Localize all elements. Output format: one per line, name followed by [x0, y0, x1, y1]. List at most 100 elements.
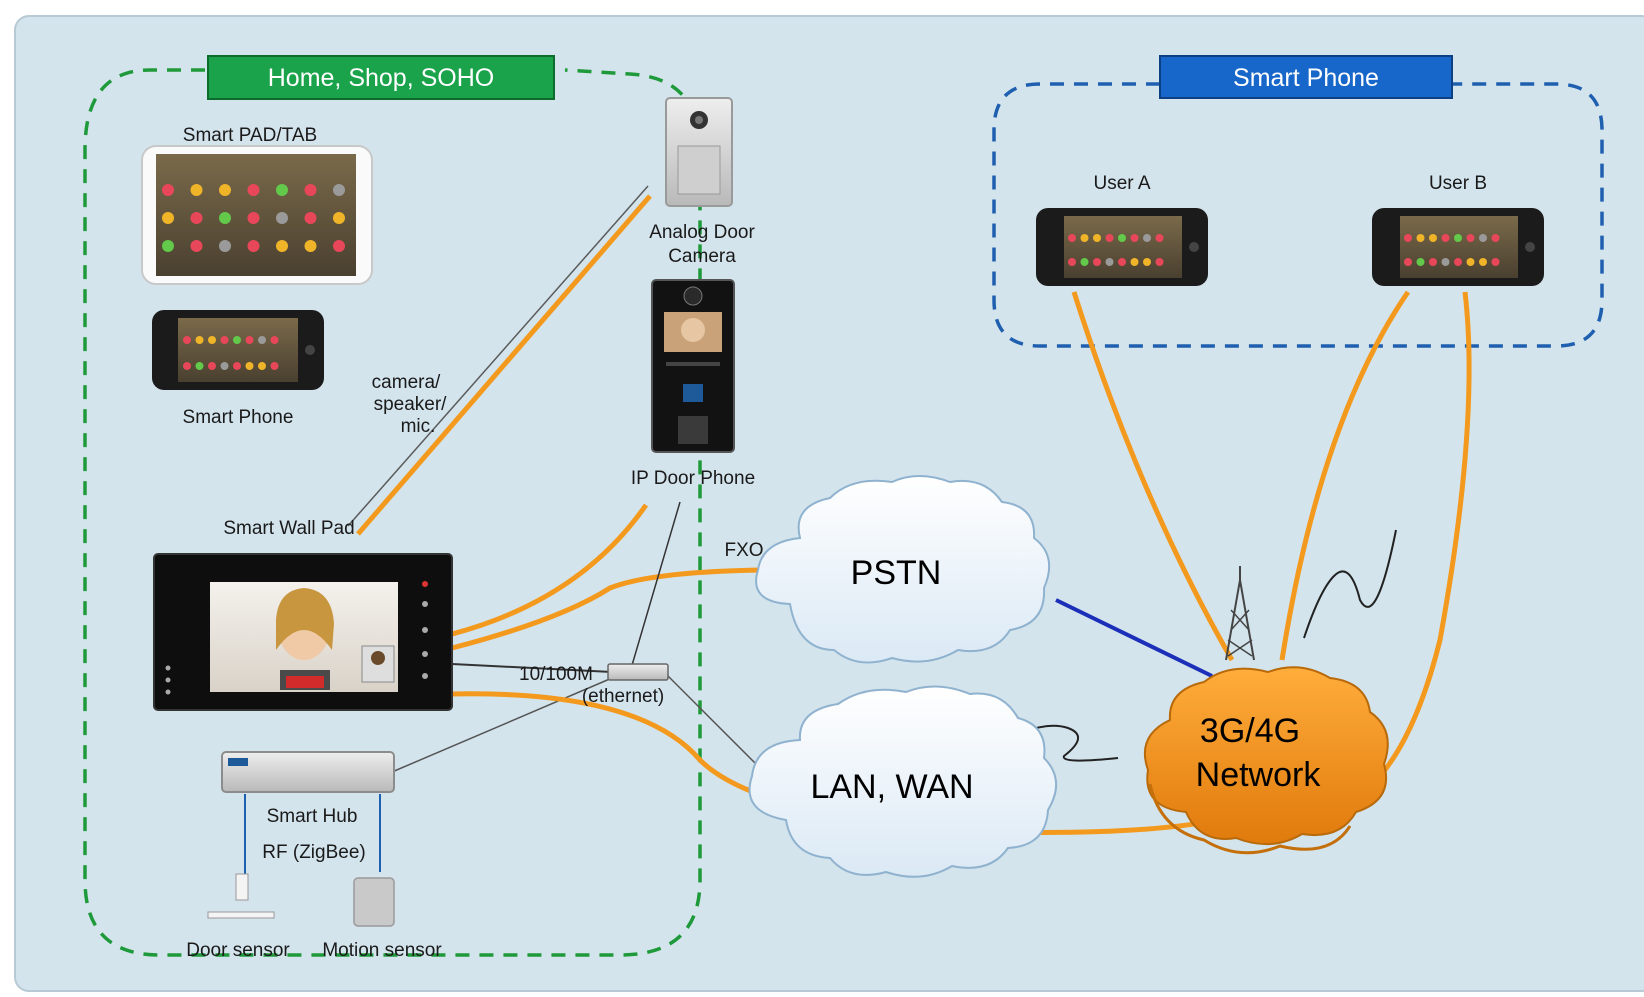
- indicator-light: [1429, 258, 1437, 266]
- indicator-light: [1093, 234, 1101, 242]
- wall-pad-label: Smart Wall Pad: [223, 518, 354, 539]
- smartphone-group-boundary: [992, 82, 1604, 348]
- smartphone-group-header: [1159, 55, 1453, 99]
- indicator-light: [1155, 234, 1164, 242]
- hub-switch-link: [391, 677, 613, 773]
- camera-link-label-line3: mic.: [401, 416, 436, 437]
- indicator-light: [219, 184, 231, 196]
- indicator-light: [208, 362, 216, 370]
- indicator-light: [1143, 258, 1151, 266]
- fxo-link: [451, 567, 761, 651]
- motion-sensor-label: Motion sensor: [322, 940, 442, 961]
- door-sensor-label: Door sensor: [186, 940, 290, 961]
- indicator-light: [304, 212, 317, 224]
- pstn-mobile-link: [1055, 598, 1213, 678]
- indicator-light: [1454, 234, 1462, 242]
- camera-link-label-line2: speaker/: [374, 394, 448, 415]
- indicator-light: [1155, 258, 1164, 266]
- indicator-light: [183, 336, 191, 344]
- mobile-network-cloud: [1143, 666, 1389, 855]
- indicator-light: [183, 362, 191, 370]
- indicator-light: [333, 212, 345, 224]
- ethernet-switch: [607, 663, 669, 681]
- smart-hub: [221, 751, 395, 793]
- indicator-light: [190, 184, 203, 196]
- indicator-light: [1080, 258, 1089, 266]
- user-b-indicator-lights: [1404, 234, 1500, 266]
- indicator-light: [1441, 234, 1450, 242]
- indicator-light: [1105, 234, 1114, 242]
- indicator-light: [190, 240, 203, 252]
- indicator-light: [1118, 258, 1126, 266]
- user-b-phone: [1372, 208, 1544, 286]
- pstn-cloud: [755, 475, 1051, 664]
- indicator-light: [220, 362, 229, 370]
- doorphone-switch-link: [629, 501, 681, 673]
- user-a-indicator-lights: [1068, 234, 1164, 266]
- lan-wan-label: LAN, WAN: [810, 768, 973, 806]
- indicator-light: [1429, 234, 1437, 242]
- indicator-light: [1491, 258, 1500, 266]
- indicator-light: [276, 240, 288, 252]
- indicator-light: [1118, 234, 1126, 242]
- lan-wan-cloud: [748, 685, 1057, 878]
- ip-door-phone-label: IP Door Phone: [631, 468, 755, 489]
- indicator-light: [333, 184, 345, 196]
- indicator-light: [245, 362, 254, 370]
- smart-hub-label: Smart Hub: [267, 806, 358, 827]
- indicator-light: [1454, 258, 1462, 266]
- door-camera-label-line2: Camera: [668, 246, 736, 267]
- indicator-light: [247, 212, 260, 224]
- indicator-light: [1404, 258, 1412, 266]
- home-smartphone: [152, 310, 324, 390]
- motion-sensor: [353, 877, 395, 927]
- indicator-light: [1466, 258, 1475, 266]
- indicator-light: [162, 240, 174, 252]
- indicator-light: [1143, 234, 1151, 242]
- home-group-title: Home, Shop, SOHO: [268, 64, 494, 92]
- indicator-light: [1068, 234, 1076, 242]
- indicator-light: [270, 362, 279, 370]
- ethernet-label-line2: (ethernet): [582, 686, 664, 707]
- analog-door-camera: [665, 97, 733, 207]
- indicator-light: [208, 336, 216, 344]
- indicator-light: [1404, 234, 1412, 242]
- camera-link: [356, 194, 652, 536]
- indicator-light: [1130, 234, 1139, 242]
- indicator-light: [1479, 234, 1487, 242]
- switch-lan-link: [665, 673, 763, 771]
- rf-zigbee-label: RF (ZigBee): [262, 842, 365, 863]
- indicator-light: [1068, 258, 1076, 266]
- indicator-light: [270, 336, 279, 344]
- home-group-header: [207, 55, 555, 100]
- indicator-light: [304, 240, 317, 252]
- indicator-light: [1479, 258, 1487, 266]
- indicator-light: [245, 336, 254, 344]
- indicator-light: [304, 184, 317, 196]
- pstn-label: PSTN: [851, 554, 942, 592]
- ip-door-phone: [651, 279, 735, 453]
- smart-wall-pad: [153, 553, 453, 711]
- indicator-light: [219, 212, 231, 224]
- mobile-network-label-line1: 3G/4G: [1200, 712, 1300, 750]
- indicator-light: [162, 184, 174, 196]
- indicator-light: [1416, 258, 1425, 266]
- indicator-light: [195, 362, 204, 370]
- camera-link-label-line1: camera/: [372, 372, 441, 393]
- smart-pad-label: Smart PAD/TAB: [183, 125, 317, 146]
- fxo-label: FXO: [724, 540, 763, 561]
- indicator-light: [1416, 234, 1425, 242]
- ethernet-label-line1: 10/100M: [519, 664, 593, 685]
- indicator-light: [220, 336, 229, 344]
- indicator-light: [195, 336, 204, 344]
- user-a-phone: [1036, 208, 1208, 286]
- indicator-light: [233, 336, 241, 344]
- indicator-light: [276, 212, 288, 224]
- mobile-network-label-line2: Network: [1196, 756, 1322, 794]
- indicator-light: [190, 212, 203, 224]
- radio-tower-icon: [1225, 566, 1255, 661]
- indicator-light: [1466, 234, 1475, 242]
- indicator-light: [258, 362, 266, 370]
- indicator-light: [1130, 258, 1139, 266]
